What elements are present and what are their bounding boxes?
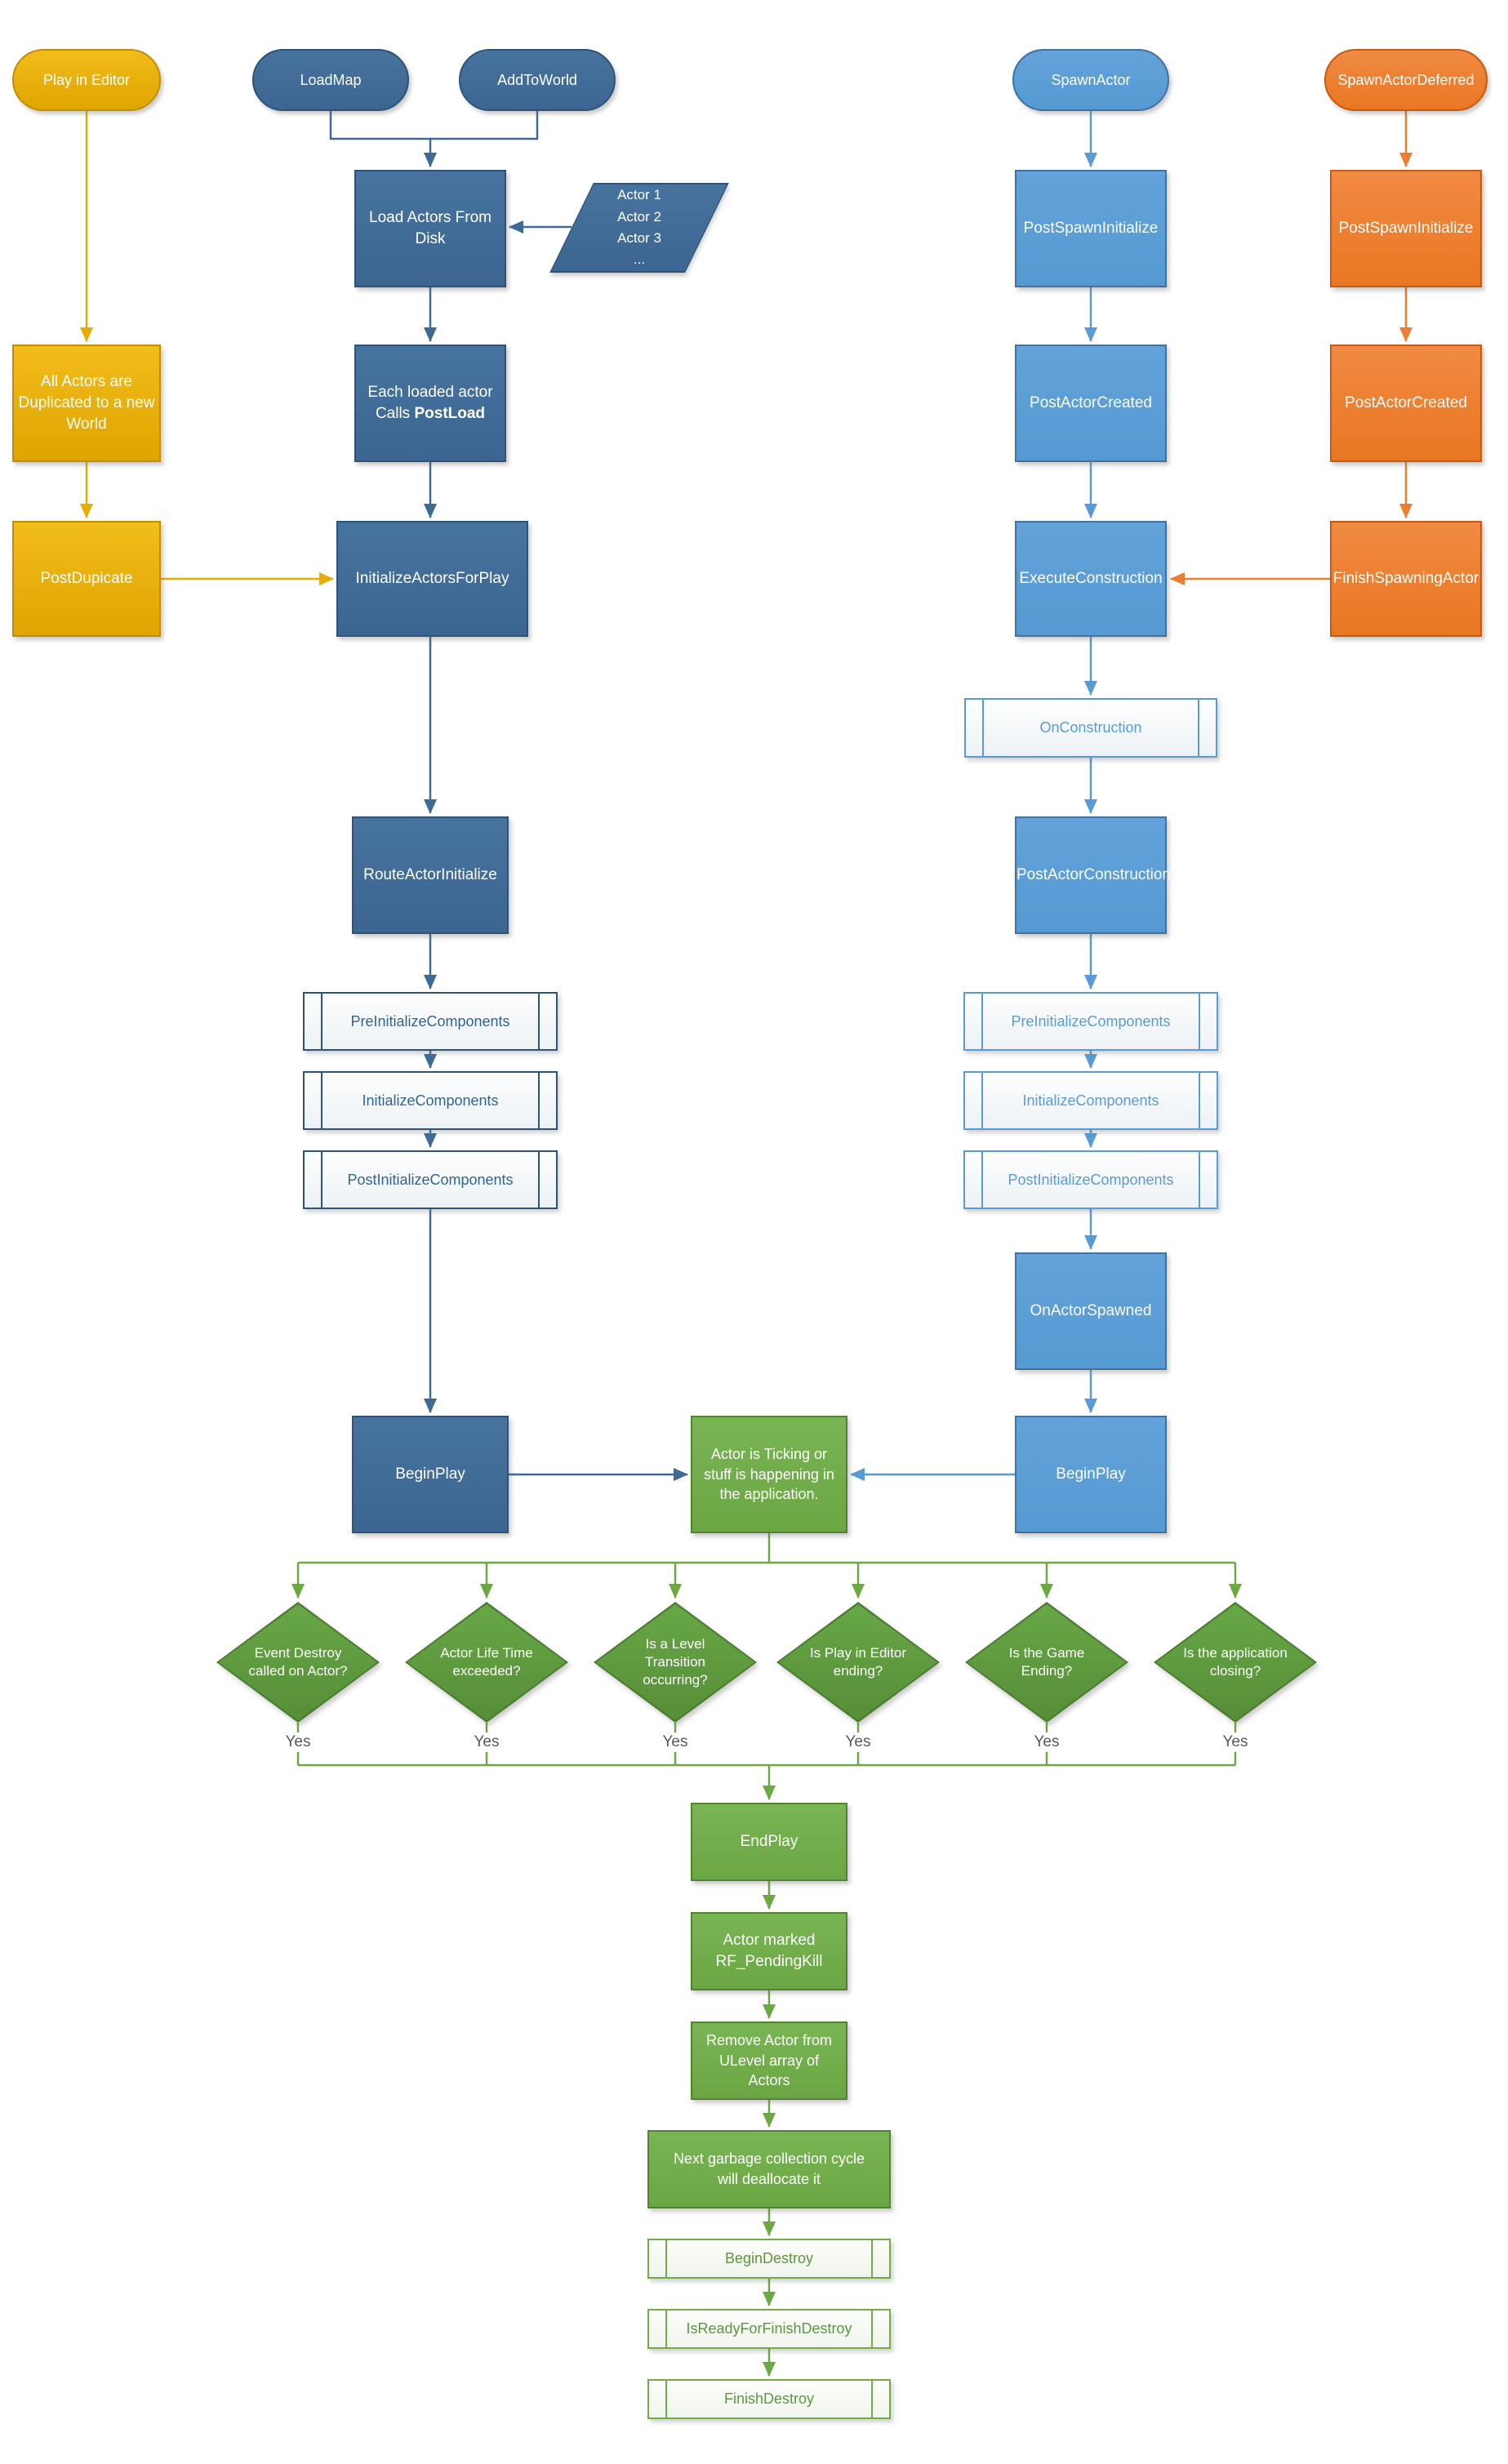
node-postspawninitialize-deferred: PostSpawnInitialize <box>1330 170 1482 287</box>
node-preinitializecomponents-left: PreInitializeComponents <box>303 992 558 1051</box>
node-postspawninitialize-spawn: PostSpawnInitialize <box>1015 170 1167 287</box>
yes-label-5: Yes <box>1018 1732 1075 1752</box>
node-all-actors-duplicated: All Actors are Duplicated to a new World <box>12 345 161 462</box>
node-postinitializecomponents-left: PostInitializeComponents <box>303 1150 558 1209</box>
node-actor-ticking: Actor is Ticking or stuff is happening i… <box>691 1416 847 1533</box>
decision-game-ending: Is the Game Ending? <box>965 1602 1128 1723</box>
node-executeconstruction: ExecuteConstruction <box>1015 521 1167 637</box>
node-loadmap: LoadMap <box>252 49 409 111</box>
node-beginplay-right: BeginPlay <box>1015 1416 1167 1533</box>
node-onconstruction: OnConstruction <box>964 698 1217 758</box>
node-actor-marked-pendingkill: Actor marked RF_PendingKill <box>691 1912 847 1990</box>
node-beginplay-left: BeginPlay <box>352 1416 509 1533</box>
node-postinitializecomponents-right: PostInitializeComponents <box>963 1150 1218 1209</box>
node-addtoworld: AddToWorld <box>459 49 616 111</box>
node-preinitializecomponents-right: PreInitializeComponents <box>963 992 1218 1051</box>
node-load-actors-from-disk: Load Actors From Disk <box>354 170 506 287</box>
node-endplay: EndPlay <box>691 1803 847 1881</box>
decision-event-destroy: Event Destroy called on Actor? <box>216 1602 380 1723</box>
yes-label-3: Yes <box>647 1732 704 1752</box>
decision-application-closing: Is the application closing? <box>1154 1602 1317 1723</box>
node-each-loaded-actor: Each loaded actor Calls PostLoad <box>354 345 506 462</box>
yes-label-4: Yes <box>830 1732 887 1752</box>
node-spawnactordeferred: SpawnActorDeferred <box>1324 49 1488 111</box>
decision-level-transition: Is a Level Transition occurring? <box>594 1602 757 1723</box>
node-begindestroy: BeginDestroy <box>647 2239 891 2279</box>
node-initializecomponents-left: InitializeComponents <box>303 1071 558 1130</box>
node-postactorconstruction: PostActorConstruction <box>1015 816 1171 934</box>
elbow-loadmap-addtoworld <box>329 111 539 140</box>
node-finishdestroy: FinishDestroy <box>647 2379 891 2419</box>
node-onactorspawned: OnActorSpawned <box>1015 1252 1167 1370</box>
node-spawnactor: SpawnActor <box>1012 49 1169 111</box>
node-routeactorinitialize: RouteActorInitialize <box>352 816 509 934</box>
node-postactorcreated-deferred: PostActorCreated <box>1330 345 1482 462</box>
node-postactorcreated-spawn: PostActorCreated <box>1015 345 1167 462</box>
node-play-in-editor: Play in Editor <box>12 49 161 111</box>
node-initializeactorsforplay: InitializeActorsForPlay <box>336 521 528 637</box>
node-finishspawningactor: FinishSpawningActor <box>1330 521 1482 637</box>
node-postdupicate: PostDupicate <box>12 521 161 637</box>
node-remove-actor: Remove Actor from ULevel array of Actors <box>691 2021 847 2100</box>
yes-label-2: Yes <box>458 1732 515 1752</box>
node-next-garbage-collection: Next garbage collection cycle will deall… <box>647 2130 891 2208</box>
decision-lifetime-exceeded: Actor Life Time exceeded? <box>405 1602 568 1723</box>
node-actor-list-parallelogram: Actor 1 Actor 2 Actor 3 ... <box>549 183 730 273</box>
yes-label-1: Yes <box>269 1732 327 1752</box>
yes-label-6: Yes <box>1207 1732 1264 1752</box>
decision-pie-ending: Is Play in Editor ending? <box>776 1602 940 1723</box>
node-initializecomponents-right: InitializeComponents <box>963 1071 1218 1130</box>
node-isreadyforfinishdestroy: IsReadyForFinishDestroy <box>647 2309 891 2349</box>
